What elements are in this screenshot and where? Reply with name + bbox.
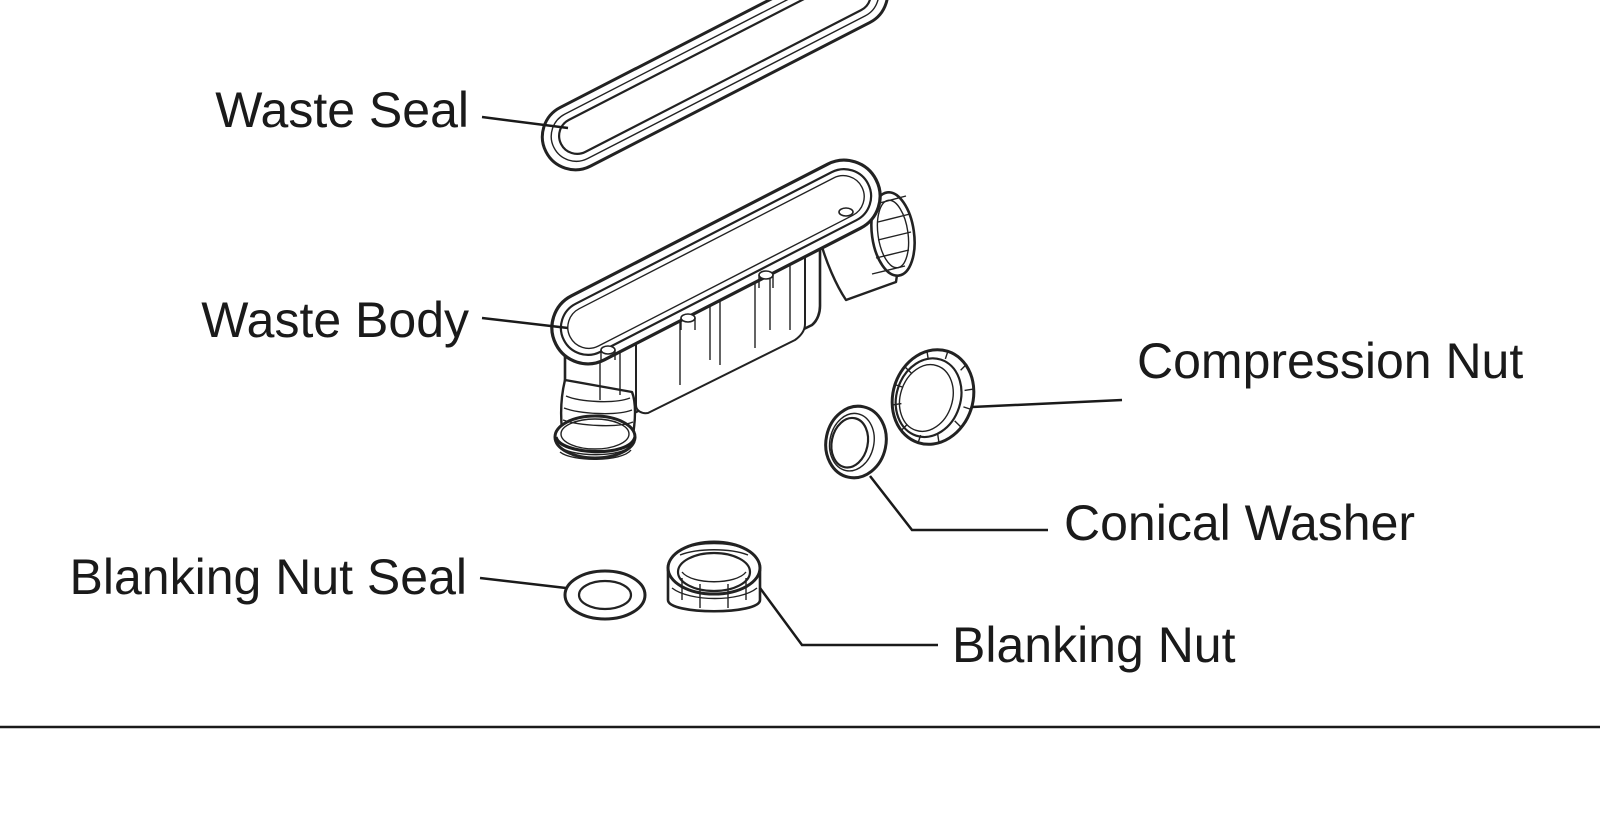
waste-body-label: Waste Body: [201, 292, 469, 348]
waste-body-part: [550, 158, 916, 460]
blanking-nut-seal-label: Blanking Nut Seal: [70, 549, 467, 605]
conical-washer-label: Conical Washer: [1064, 495, 1415, 551]
compression-nut-leader: [971, 398, 1123, 409]
blanking-nut-seal-part: [563, 569, 647, 621]
blanking-nut-part: [666, 540, 762, 613]
waste-seal-part: [540, 0, 890, 172]
waste-seal-leader: [481, 115, 569, 130]
compression-nut-part: [890, 348, 976, 446]
blanking-nut-seal-leader: [479, 576, 567, 590]
blanking-nut-leader: [758, 587, 938, 647]
waste-body-bottom-outlet: [553, 378, 637, 460]
blanking-nut-label: Blanking Nut: [952, 617, 1236, 673]
conical-washer-leader: [869, 475, 1048, 532]
waste-body-screw-bosses: [600, 207, 854, 360]
waste-body-leader: [481, 316, 569, 330]
conical-washer-part: [824, 404, 888, 480]
compression-nut-label: Compression Nut: [1137, 333, 1523, 389]
waste-seal-label: Waste Seal: [215, 82, 469, 138]
